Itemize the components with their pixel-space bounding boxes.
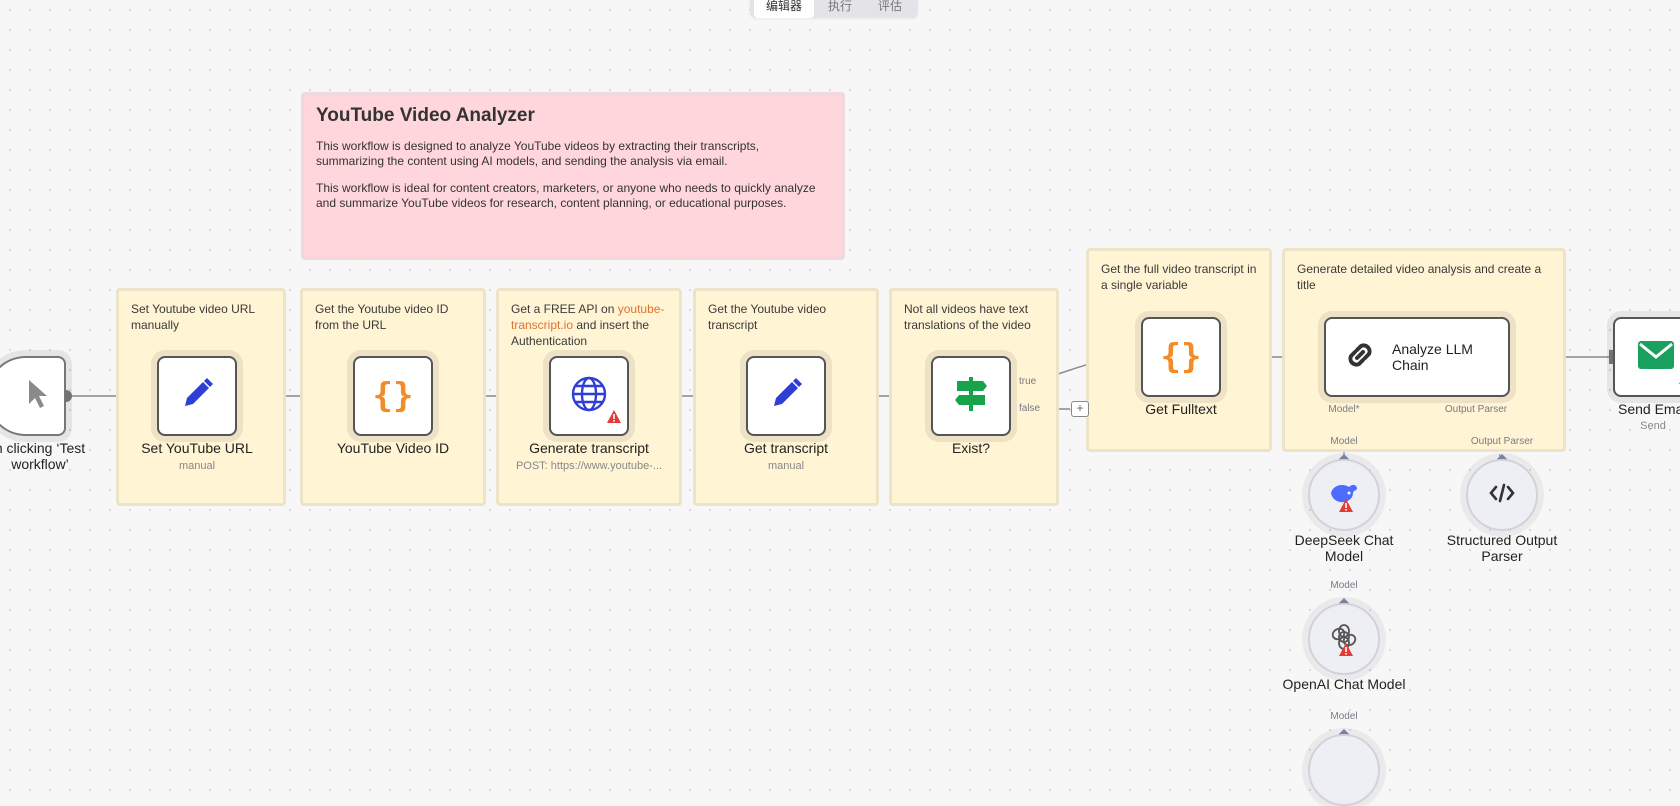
- extra-model-port-label: Model: [1330, 711, 1358, 722]
- sticky-note-overview[interactable]: YouTube Video Analyzer This workflow is …: [301, 92, 845, 260]
- tab-editor[interactable]: 编辑器: [754, 0, 815, 18]
- set-youtube-url-node[interactable]: [157, 356, 237, 436]
- sticky-text: Get the Youtube video ID from the URL: [315, 302, 449, 332]
- manual-trigger-node[interactable]: [0, 356, 66, 436]
- api-text-prefix: Get a FREE API on: [511, 302, 618, 316]
- warning-icon: [1339, 499, 1353, 517]
- exist-if-node[interactable]: [931, 356, 1011, 436]
- sticky-text: Generate detailed video analysis and cre…: [1297, 262, 1542, 292]
- globe-icon: [570, 375, 608, 418]
- add-node-plus-icon[interactable]: +: [1071, 401, 1089, 417]
- exist-label: Exist?: [951, 440, 991, 456]
- set-url-sub: manual: [178, 460, 216, 472]
- sticky-text: Get the full video transcript in a singl…: [1101, 262, 1257, 292]
- gen-transcript-sub: POST: https://www.youtube-...: [515, 460, 663, 472]
- code-braces-icon: {}: [1160, 337, 1202, 377]
- exist-false-output-label: false: [1019, 403, 1041, 414]
- generate-transcript-node[interactable]: [549, 356, 629, 436]
- note-title: YouTube Video Analyzer: [316, 105, 535, 126]
- chain-link-icon: [1342, 337, 1378, 378]
- send-email-label: Send Ema: [1618, 401, 1680, 417]
- sticky-text: Set Youtube video URL manually: [131, 302, 255, 332]
- parser-label: Structured Output Parser: [1446, 532, 1558, 564]
- send-email-sub: Send: [1640, 420, 1666, 432]
- video-id-label: YouTube Video ID: [336, 440, 450, 456]
- get-fulltext-node[interactable]: {}: [1141, 317, 1221, 397]
- code-braces-icon: {}: [372, 376, 414, 416]
- gen-transcript-label: Generate transcript: [529, 440, 649, 456]
- note-paragraph-2: This workflow is ideal for content creat…: [316, 181, 816, 210]
- set-url-label: Set YouTube URL: [141, 440, 253, 456]
- deepseek-chat-model-node[interactable]: [1308, 459, 1380, 531]
- analyze-llm-chain-node[interactable]: Analyze LLM Chain: [1324, 317, 1510, 397]
- parser-port-label: Output Parser: [1470, 436, 1534, 447]
- llm-model-port-label: Model*: [1328, 404, 1360, 415]
- warning-icon: [607, 410, 621, 428]
- warning-icon: [1339, 643, 1353, 661]
- envelope-icon: [1638, 340, 1674, 374]
- pencil-icon: [768, 376, 804, 417]
- exist-true-output-label: true: [1019, 376, 1037, 387]
- send-email-node[interactable]: [1613, 317, 1680, 397]
- youtube-video-id-node[interactable]: {}: [353, 356, 433, 436]
- structured-output-parser-node[interactable]: [1466, 459, 1538, 531]
- note-paragraph-1: This workflow is designed to analyze You…: [316, 139, 760, 168]
- pencil-icon: [179, 376, 215, 417]
- sticky-text: Get the Youtube video transcript: [708, 302, 827, 332]
- code-tag-icon: [1489, 483, 1515, 508]
- sticky-text: Get a FREE API on youtube-transcript.io …: [499, 291, 679, 359]
- tab-evaluations[interactable]: 评估: [878, 0, 903, 13]
- trigger-label-line1: n clicking ‘Test: [0, 440, 86, 456]
- openai-chat-model-node[interactable]: [1308, 603, 1380, 675]
- get-transcript-sub: manual: [767, 460, 805, 472]
- sticky-text: Not all videos have text translations of…: [904, 302, 1031, 332]
- api-text-suffix: and insert the Authentication: [511, 318, 650, 348]
- fulltext-label: Get Fulltext: [1145, 401, 1217, 417]
- deepseek-whale-icon: [1329, 481, 1359, 510]
- api-link[interactable]: youtube-transcript.io: [511, 302, 665, 332]
- trigger-label-line2: workflow’: [11, 456, 69, 472]
- llm-chain-label: Analyze LLM Chain: [1392, 341, 1473, 373]
- get-transcript-node[interactable]: [746, 356, 826, 436]
- llm-parser-port-label: Output Parser: [1444, 404, 1508, 415]
- view-tabs: 编辑器 执行 评估: [750, 0, 919, 18]
- get-transcript-label: Get transcript: [743, 440, 829, 456]
- openai-port-label: Model: [1330, 580, 1358, 591]
- deepseek-label: DeepSeek Chat Model: [1294, 532, 1394, 564]
- cursor-icon: [25, 378, 53, 415]
- extra-model-node[interactable]: [1308, 734, 1380, 806]
- signpost-icon: [953, 375, 989, 418]
- deepseek-port-label: Model: [1330, 436, 1358, 447]
- openai-label: OpenAI Chat Model: [1282, 676, 1406, 692]
- trigger-label: n clicking ‘Test workflow’: [0, 440, 90, 472]
- tab-executions[interactable]: 执行: [828, 0, 853, 13]
